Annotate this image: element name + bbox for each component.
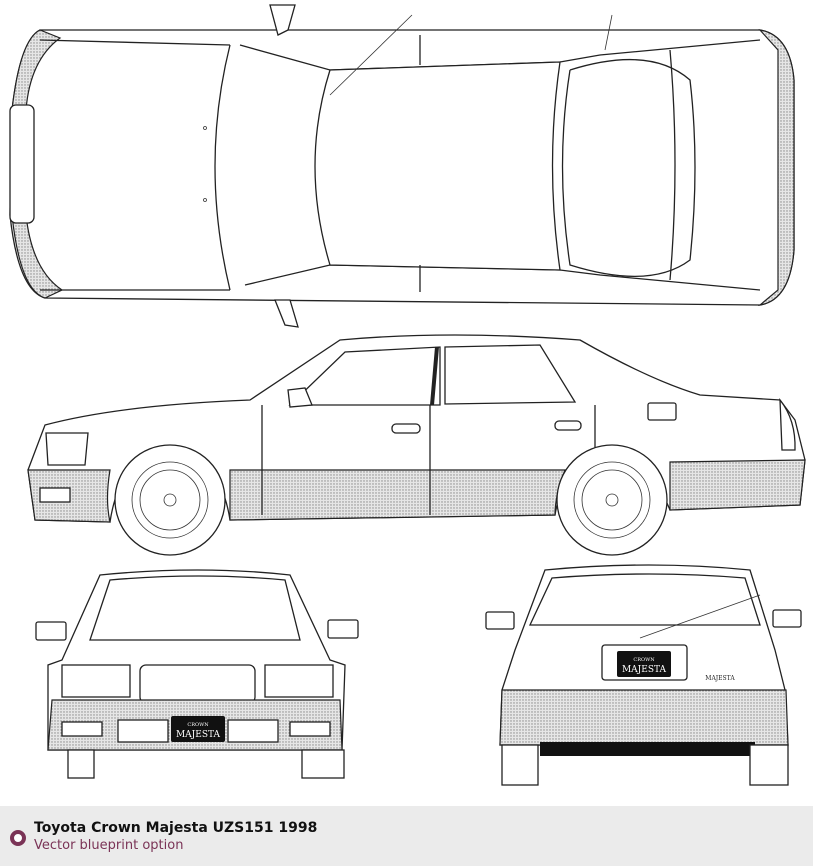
car-blueprint: CROWN MAJESTA MAJESTA CROWN MAJESTA (9, 4, 806, 786)
front-license-plate: CROWN MAJESTA (171, 716, 225, 742)
front-view: CROWN MAJESTA (35, 569, 359, 779)
rear-view: MAJESTA CROWN MAJESTA (485, 564, 802, 786)
blueprint-title: Toyota Crown Majesta UZS151 1998 (34, 820, 318, 836)
side-view (27, 334, 806, 556)
front-plate-line2: MAJESTA (176, 730, 221, 740)
rear-wheel (556, 444, 668, 556)
front-wheel (114, 444, 226, 556)
rear-license-plate: CROWN MAJESTA (617, 651, 671, 677)
caption-bar: Toyota Crown Majesta UZS151 1998 Vector … (0, 806, 813, 866)
blueprint-subtitle[interactable]: Vector blueprint option (34, 838, 184, 853)
bullet-icon (10, 830, 26, 846)
rear-plate-line1: CROWN (633, 657, 655, 663)
top-view (9, 4, 795, 328)
rear-badge: MAJESTA (705, 675, 735, 682)
front-plate-line1: CROWN (187, 722, 209, 728)
rear-plate-line2: MAJESTA (622, 665, 667, 675)
